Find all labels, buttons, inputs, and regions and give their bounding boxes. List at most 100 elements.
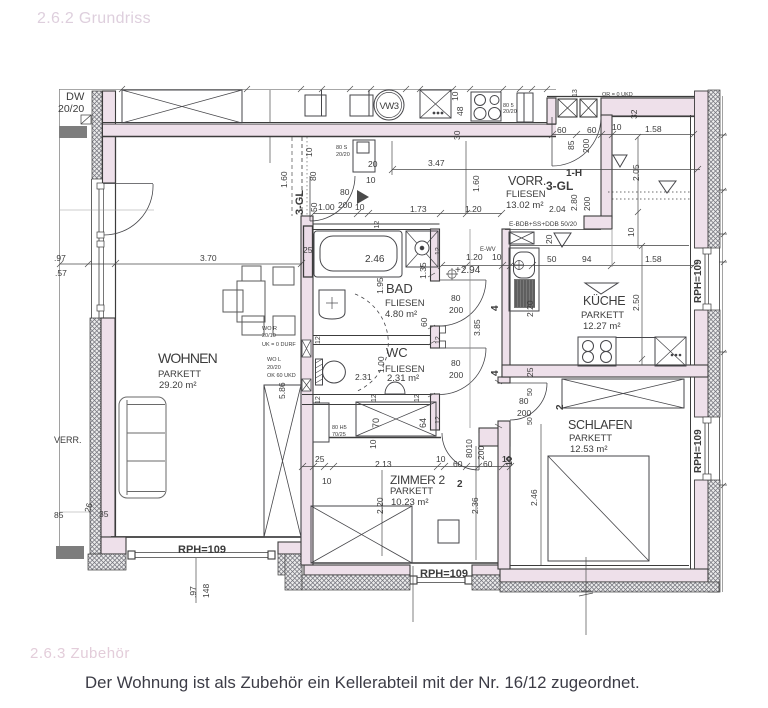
svg-text:1.58: 1.58	[645, 124, 662, 134]
svg-text:.57: .57	[55, 268, 67, 278]
svg-text:1.20: 1.20	[465, 204, 482, 214]
svg-text:12: 12	[374, 221, 381, 229]
svg-text:64: 64	[418, 418, 428, 428]
svg-text:20/20: 20/20	[503, 109, 517, 115]
svg-text:WC: WC	[386, 345, 408, 360]
svg-text:12: 12	[435, 416, 442, 424]
svg-text:29.20 m²: 29.20 m²	[159, 380, 197, 391]
svg-text:1.95: 1.95	[375, 277, 385, 294]
svg-text:RPH=109: RPH=109	[693, 429, 704, 473]
svg-text:2.50: 2.50	[631, 294, 641, 311]
svg-text:10: 10	[304, 147, 314, 157]
svg-text:FLIESEN: FLIESEN	[385, 298, 425, 309]
svg-text:80: 80	[308, 171, 318, 181]
svg-text:12: 12	[435, 247, 442, 255]
svg-text:2: 2	[555, 404, 566, 410]
svg-text:VORR.: VORR.	[508, 174, 546, 188]
svg-text:2.46: 2.46	[529, 489, 539, 506]
svg-text:5.86: 5.86	[277, 382, 287, 399]
svg-text:FLIESEN: FLIESEN	[506, 189, 546, 200]
svg-text:PARKETT: PARKETT	[390, 486, 433, 497]
svg-text:OR = 0 UKD: OR = 0 UKD	[602, 92, 633, 98]
svg-text:3.47: 3.47	[428, 158, 445, 168]
svg-text:.97: .97	[188, 586, 198, 598]
svg-text:3-GL: 3-GL	[294, 190, 306, 215]
svg-text:DW: DW	[66, 91, 85, 103]
svg-text:2.36: 2.36	[470, 497, 480, 514]
svg-text:35: 35	[99, 509, 109, 519]
svg-text:50: 50	[309, 202, 319, 212]
svg-text:70: 70	[371, 418, 381, 428]
svg-text:3.85: 3.85	[472, 319, 482, 336]
svg-text:26: 26	[82, 502, 94, 514]
svg-text:RPH=109: RPH=109	[178, 544, 226, 556]
svg-text:60: 60	[419, 317, 429, 327]
svg-text:50: 50	[527, 417, 534, 425]
svg-text:2.05: 2.05	[631, 164, 641, 181]
svg-text:80 H5: 80 H5	[332, 425, 347, 431]
svg-text:RPH=109: RPH=109	[420, 568, 468, 580]
svg-text:60: 60	[557, 125, 567, 135]
svg-text:FLIESEN: FLIESEN	[385, 364, 425, 375]
svg-text:2: 2	[457, 479, 463, 490]
svg-text:3-GL: 3-GL	[546, 179, 573, 193]
svg-text:85: 85	[566, 140, 576, 150]
svg-text:200: 200	[476, 446, 486, 460]
svg-text:20/20: 20/20	[336, 152, 350, 158]
svg-text:25: 25	[315, 454, 325, 464]
svg-text:12.53 m²: 12.53 m²	[570, 444, 608, 455]
svg-text:13.02 m²: 13.02 m²	[506, 200, 544, 211]
svg-text:10: 10	[612, 122, 622, 132]
svg-text:PARKETT: PARKETT	[569, 433, 612, 444]
svg-text:BAD: BAD	[386, 281, 413, 296]
svg-text:1.00: 1.00	[318, 202, 335, 212]
svg-text:85: 85	[54, 510, 64, 520]
svg-text:2.13: 2.13	[375, 459, 392, 469]
svg-text:10: 10	[368, 439, 378, 449]
svg-text:10: 10	[366, 175, 376, 185]
svg-text:12.27 m²: 12.27 m²	[583, 321, 621, 332]
svg-text:VERR.: VERR.	[54, 435, 82, 445]
svg-text:25: 25	[303, 245, 313, 255]
svg-text:10: 10	[450, 91, 460, 101]
svg-text:+2.94: +2.94	[455, 265, 481, 276]
svg-text:2.46: 2.46	[365, 254, 385, 265]
svg-text:1-H: 1-H	[566, 168, 582, 179]
svg-text:UK = 0 DURF: UK = 0 DURF	[262, 342, 296, 348]
svg-text:2.20: 2.20	[525, 300, 535, 317]
svg-text:1.00: 1.00	[376, 356, 386, 373]
svg-text:200: 200	[338, 200, 352, 210]
svg-text:13: 13	[572, 89, 579, 97]
svg-text:2.31 m²: 2.31 m²	[387, 373, 419, 384]
svg-text:70/25: 70/25	[332, 432, 346, 438]
svg-text:80 S: 80 S	[336, 145, 348, 151]
svg-text:E-BDB+SS+DDB 50/20: E-BDB+SS+DDB 50/20	[509, 221, 577, 228]
svg-text:200: 200	[449, 305, 463, 315]
svg-text:1.58: 1.58	[645, 254, 662, 264]
svg-text:KÜCHE: KÜCHE	[583, 294, 625, 308]
svg-text:12: 12	[315, 336, 322, 344]
svg-text:1.60: 1.60	[279, 171, 289, 188]
svg-text:2.20: 2.20	[375, 497, 385, 514]
svg-text:20/10: 20/10	[262, 333, 276, 339]
svg-text:VW3: VW3	[379, 101, 398, 112]
svg-text:10: 10	[502, 454, 512, 464]
svg-text:8010: 8010	[464, 439, 474, 458]
svg-text:2.80: 2.80	[569, 194, 579, 211]
svg-text:10: 10	[436, 454, 446, 464]
svg-text:1.60: 1.60	[471, 175, 481, 192]
svg-text:20/20: 20/20	[267, 365, 281, 371]
svg-text:30: 30	[452, 130, 462, 140]
svg-text:80 5: 80 5	[503, 103, 514, 109]
svg-text:10: 10	[626, 227, 636, 237]
svg-text:OK 60 UKD: OK 60 UKD	[267, 373, 296, 379]
svg-text:1.73: 1.73	[410, 204, 427, 214]
svg-text:20: 20	[368, 159, 378, 169]
svg-text:1.35: 1.35	[418, 262, 428, 279]
svg-text:200: 200	[581, 139, 591, 153]
svg-text:20: 20	[544, 234, 554, 244]
svg-text:WO R: WO R	[262, 326, 277, 332]
svg-text:ZIMMER 2: ZIMMER 2	[390, 473, 446, 487]
svg-text:10.23 m²: 10.23 m²	[391, 497, 429, 508]
svg-text:80: 80	[340, 187, 350, 197]
